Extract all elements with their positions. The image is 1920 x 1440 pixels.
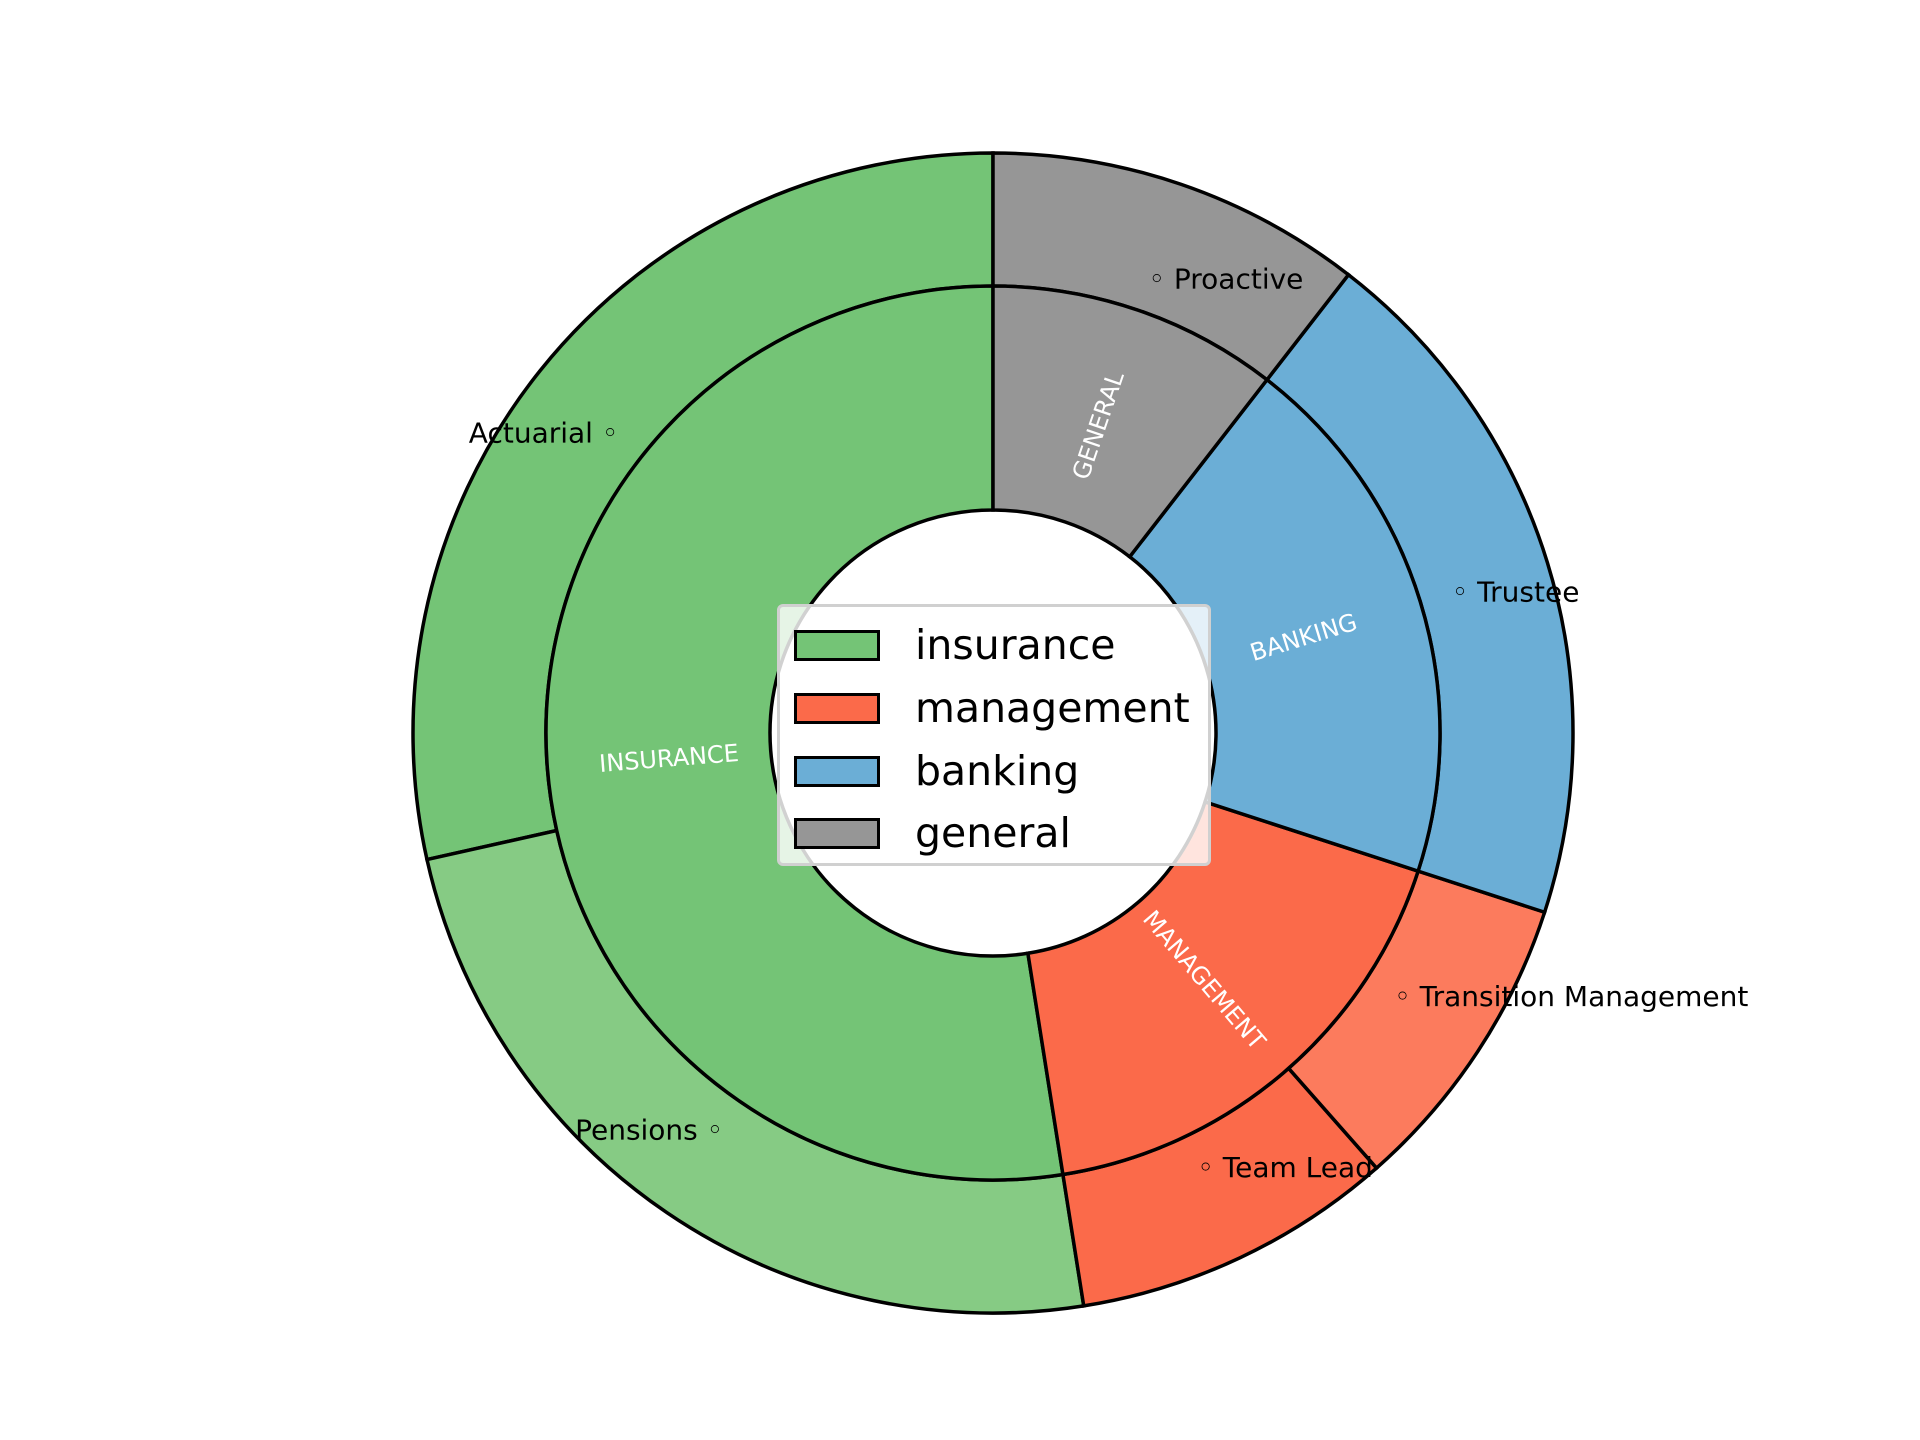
outer-labels: Actuarial ◦ Pensions ◦ ◦ Team Lead ◦ Transi… <box>469 262 1749 1183</box>
legend-label-insurance: insurance <box>915 621 1116 669</box>
legend-swatch-insurance <box>794 629 880 661</box>
outer-label-actuarial: Actuarial ◦ <box>469 416 619 449</box>
inner-slice-management <box>1025 799 1421 1177</box>
legend-label-banking: banking <box>915 747 1080 795</box>
legend-swatch-management <box>794 692 880 724</box>
legend: insurance management banking general <box>777 604 1211 866</box>
legend-swatch-general <box>794 817 880 849</box>
legend-item-general: general <box>794 807 1071 859</box>
outer-label-pensions: Pensions ◦ <box>575 1113 723 1146</box>
outer-label-proactive: ◦ Proactive <box>1148 262 1303 295</box>
legend-label-management: management <box>915 684 1190 732</box>
outer-label-transition-management: ◦ Transition Management <box>1394 980 1748 1013</box>
outer-label-trustee: ◦ Trustee <box>1452 575 1580 608</box>
legend-item-management: management <box>794 682 1190 734</box>
legend-swatch-banking <box>794 755 880 787</box>
legend-label-general: general <box>915 809 1071 857</box>
legend-item-insurance: insurance <box>794 619 1115 671</box>
inner-slice-general <box>991 284 1270 560</box>
legend-item-banking: banking <box>794 745 1079 797</box>
outer-ring <box>411 151 1575 1315</box>
inner-slice-banking <box>1127 377 1442 874</box>
inner-ring <box>544 284 1442 1182</box>
outer-label-team-lead: ◦ Team Lead <box>1197 1151 1373 1184</box>
